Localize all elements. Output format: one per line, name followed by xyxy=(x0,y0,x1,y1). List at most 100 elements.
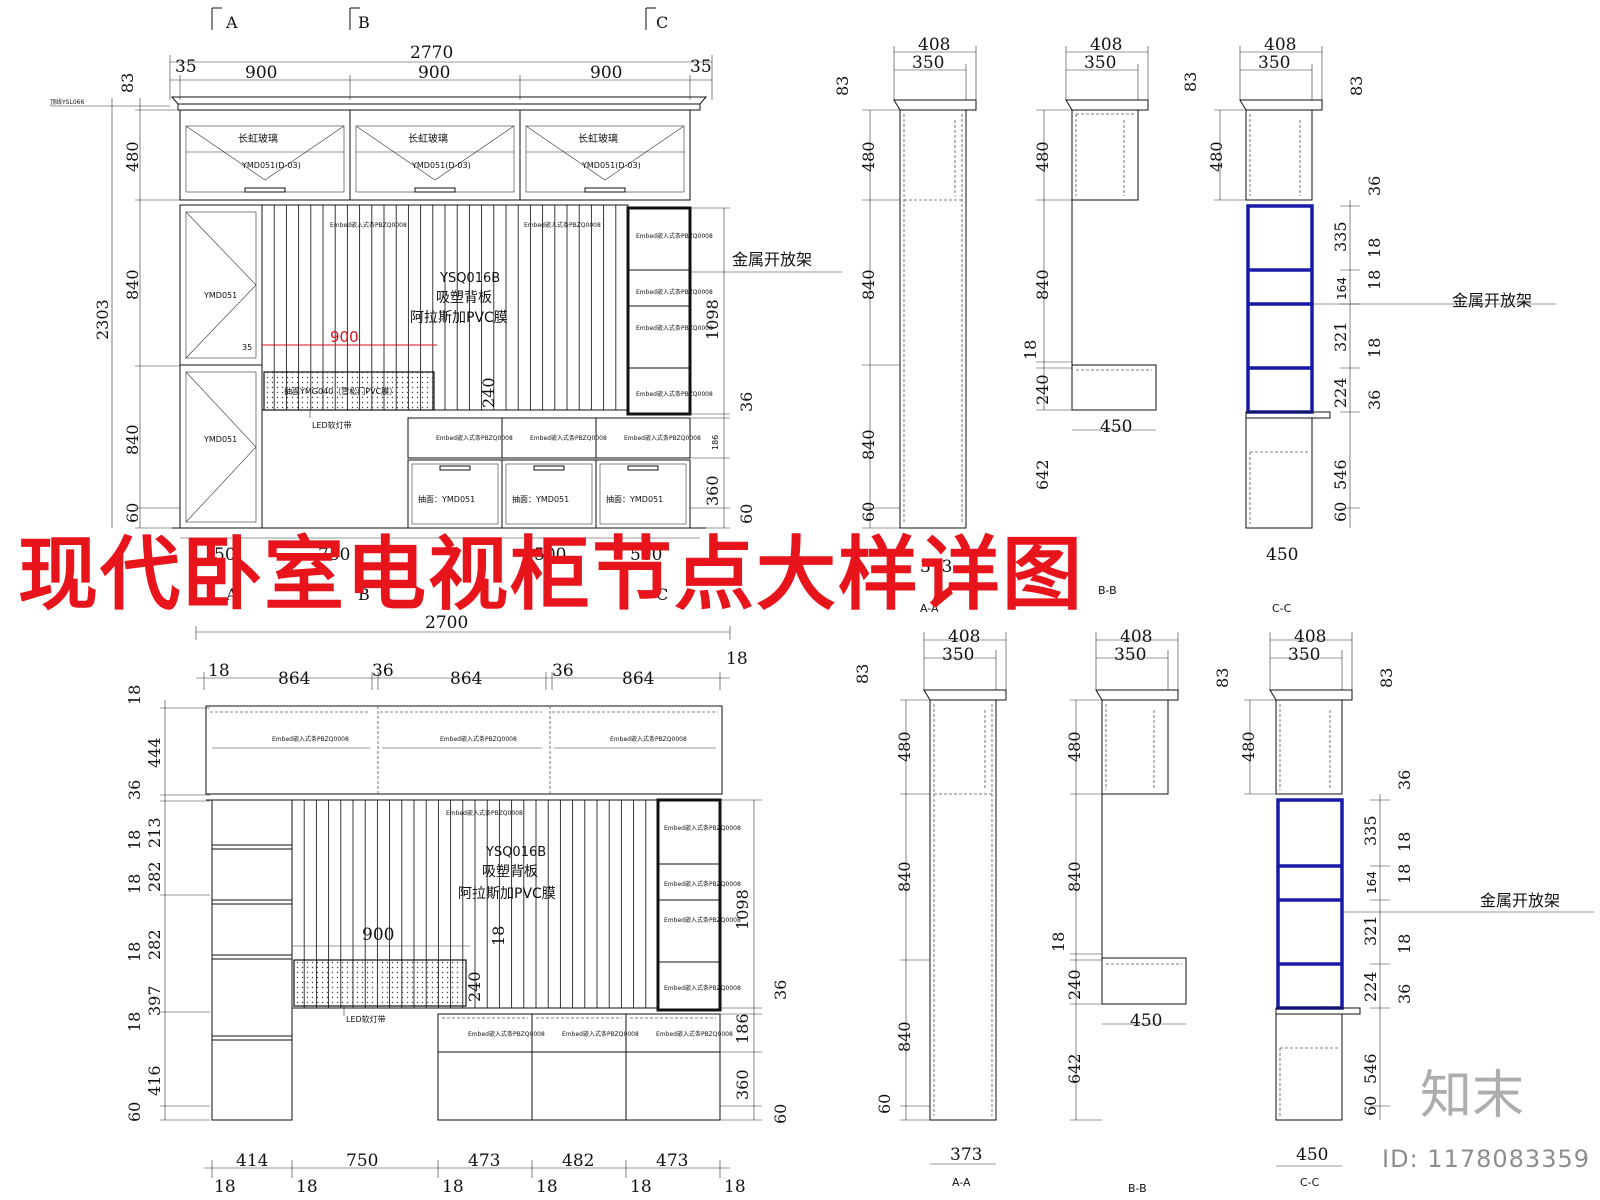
upper-label-3: 长虹玻璃 xyxy=(578,132,618,145)
dim-right-35: 35 xyxy=(690,57,712,77)
front-elevation-top: 2770 35 35 900 900 900 顶线YSL066 83 480 8… xyxy=(50,43,842,604)
upper-code-2: YMD051(D-03) xyxy=(411,161,471,170)
ld-18d: 18 xyxy=(125,942,144,962)
dim-module-1: 900 xyxy=(245,63,277,83)
bb-label: B-B xyxy=(1098,584,1117,597)
dim-840a: 840 xyxy=(123,269,142,300)
dim-240-top: 240 xyxy=(479,377,498,408)
embed-upper-2: Embed嵌入式条PBZQ0008 xyxy=(440,735,517,743)
aa-408: 408 xyxy=(918,35,950,55)
marker-b-top: B xyxy=(358,13,370,32)
cc2-36a: 36 xyxy=(1395,770,1414,790)
bd-473b: 473 xyxy=(656,1151,688,1171)
dim-left-35: 35 xyxy=(175,57,197,77)
cc2-408: 408 xyxy=(1294,627,1326,647)
cc2-83: 83 xyxy=(1377,668,1396,688)
dim-360-bottom: 360 xyxy=(733,1069,752,1100)
cc2-335: 335 xyxy=(1361,815,1380,846)
slat-panel-bottom xyxy=(303,800,647,1008)
top-dim-864a: 864 xyxy=(278,669,310,689)
door-code-1: YMD051 xyxy=(203,291,237,300)
panel-line-2: 吸塑背板 xyxy=(436,290,492,306)
marker-a-top: A xyxy=(225,13,238,32)
cc2-350: 350 xyxy=(1288,645,1320,665)
dim-18-bottom: 18 xyxy=(489,926,508,946)
bb-83: 83 xyxy=(1181,72,1200,92)
marker-c-top: C xyxy=(656,13,668,32)
top-dim-864c: 864 xyxy=(622,669,654,689)
aa2-840a: 840 xyxy=(895,861,914,892)
dim-module-3: 900 xyxy=(590,63,622,83)
bb2-18: 18 xyxy=(1049,932,1068,952)
bd-414: 414 xyxy=(236,1151,268,1171)
embed-note-2: Embed嵌入式条PBZQ0008 xyxy=(524,221,601,229)
bb2-840: 840 xyxy=(1065,861,1084,892)
section-markers-top: A B C xyxy=(211,7,668,32)
aa-60: 60 xyxy=(859,502,878,522)
dim-1098-top: 1098 xyxy=(703,299,722,340)
embed-b-slat: Embed嵌入式条PBZQ0008 xyxy=(446,809,523,817)
cc2-224: 224 xyxy=(1361,971,1380,1002)
cc2-label: C-C xyxy=(1300,1176,1320,1189)
ld-282a: 282 xyxy=(145,861,164,892)
embed-drawer-2: Embed嵌入式条PBZQ0008 xyxy=(530,434,607,442)
cc-224: 224 xyxy=(1331,377,1350,408)
bd-750: 750 xyxy=(346,1151,378,1171)
embed-b-drawer-2: Embed嵌入式条PBZQ0008 xyxy=(562,1030,639,1038)
cc-83: 83 xyxy=(1347,76,1366,96)
drawer-label-3: 抽面：YMD051 xyxy=(606,494,663,504)
cc-450: 450 xyxy=(1266,545,1298,565)
dim-2303: 2303 xyxy=(93,299,112,340)
aa-373: 373 xyxy=(920,557,952,577)
dim-186-bottom: 186 xyxy=(733,1013,752,1044)
embed-shelf-2: Embed嵌入式条PBZQ0008 xyxy=(636,288,713,296)
marker-b-bottom: B xyxy=(358,585,370,604)
embed-b-drawer-3: Embed嵌入式条PBZQ0008 xyxy=(656,1030,733,1038)
bb2-642: 642 xyxy=(1065,1053,1084,1084)
panel-b-line-2: 吸塑背板 xyxy=(482,864,538,880)
section-cc-top: 408 350 83 金属开放架 480 36 335 18 164 18 32… xyxy=(1207,35,1556,615)
cc2-18a: 18 xyxy=(1395,832,1414,852)
bd-18c: 18 xyxy=(442,1177,464,1197)
cc2-36b: 36 xyxy=(1395,984,1414,1004)
section-bb-top: 408 350 83 480 840 18 240 642 450 B-B xyxy=(1021,35,1200,597)
cc-36a: 36 xyxy=(1365,176,1384,196)
top-dim-36a: 36 xyxy=(372,661,394,681)
bb-450: 450 xyxy=(1100,417,1132,437)
aa2-label: A-A xyxy=(952,1176,971,1189)
dim-1098-bottom: 1098 xyxy=(733,889,752,930)
drawer-label-1: 抽面：YMD051 xyxy=(418,494,475,504)
bb2-408: 408 xyxy=(1120,627,1152,647)
ld-18c: 18 xyxy=(125,874,144,894)
cc-335: 335 xyxy=(1331,221,1350,252)
bb-350: 350 xyxy=(1084,53,1116,73)
id-label: ID: 1178083359 xyxy=(1382,1145,1590,1173)
metal-shelf-label-top: 金属开放架 xyxy=(732,250,812,269)
drawer-label-2: 抽面：YMD051 xyxy=(512,494,569,504)
dim-240-bottom: 240 xyxy=(465,971,484,1002)
dim-840b: 840 xyxy=(123,424,142,455)
panel-b-line-3: 阿拉斯加PVC膜 xyxy=(458,886,556,902)
embed-b-shelf-3: Embed嵌入式条PBZQ0008 xyxy=(664,916,741,924)
bb-840: 840 xyxy=(1033,269,1052,300)
aa-label: A-A xyxy=(920,602,939,615)
aa2-373: 373 xyxy=(950,1145,982,1165)
marker-c-bottom: C xyxy=(656,585,668,604)
panel-b-width: 900 xyxy=(362,925,394,945)
cc-164: 164 xyxy=(1335,277,1349,300)
aa2-350: 350 xyxy=(942,645,974,665)
ld-60: 60 xyxy=(125,1102,144,1122)
cc2-480: 480 xyxy=(1239,731,1258,762)
bd-18d: 18 xyxy=(536,1177,558,1197)
ld-444: 444 xyxy=(145,737,164,768)
cc2-546: 546 xyxy=(1361,1053,1380,1084)
top-dim-864b: 864 xyxy=(450,669,482,689)
upper-code-1: YMD051(D-03) xyxy=(241,161,301,170)
bottom-dim-50: 50 xyxy=(214,545,236,565)
aa2-83: 83 xyxy=(853,664,872,684)
embed-b-shelf-2: Embed嵌入式条PBZQ0008 xyxy=(664,880,741,888)
dim-36-top: 36 xyxy=(737,392,756,412)
cc2-164: 164 xyxy=(1365,871,1379,894)
embed-b-shelf-4: Embed嵌入式条PBZQ0008 xyxy=(664,984,741,992)
embed-b-shelf-1: Embed嵌入式条PBZQ0008 xyxy=(664,824,741,832)
